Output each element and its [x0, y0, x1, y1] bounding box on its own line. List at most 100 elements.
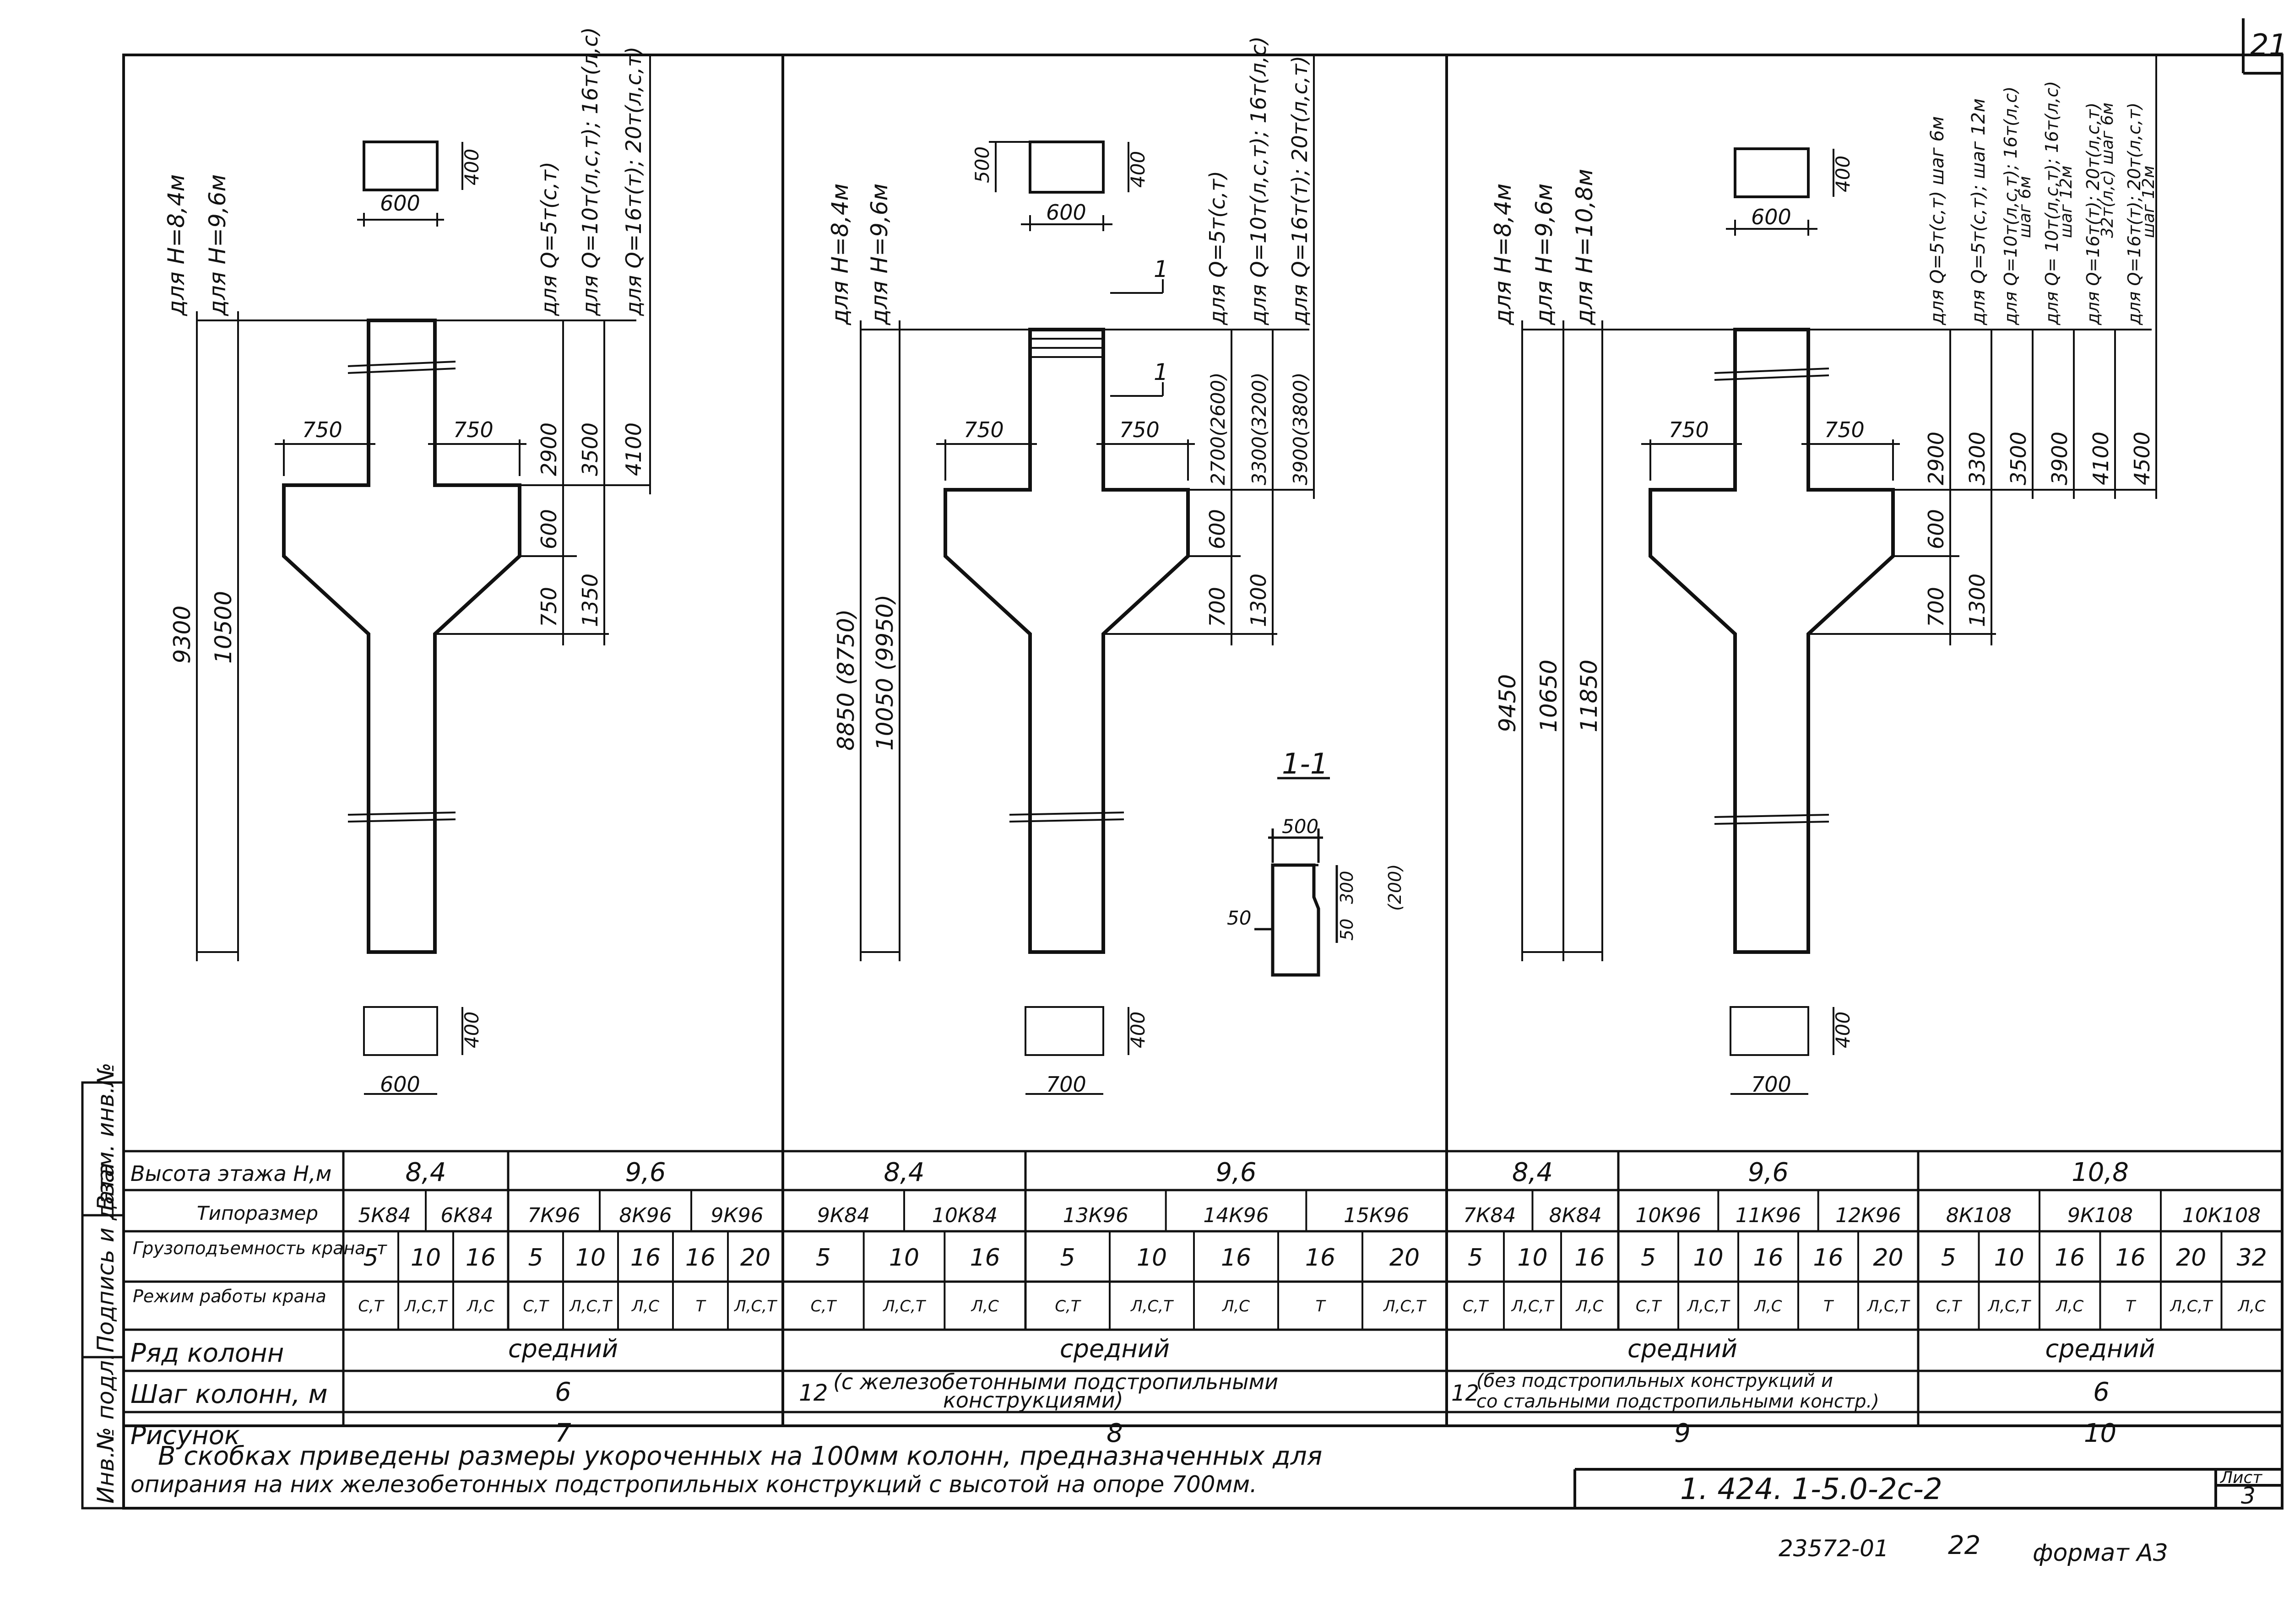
load-label: для Q=5т(с,т); шаг 12м	[1968, 98, 1989, 325]
section-width: 500	[1282, 815, 1318, 838]
capacity-value: 16	[1813, 1244, 1843, 1272]
height-value: 8,4	[405, 1158, 446, 1187]
mode-value: Л,С,Т	[1687, 1297, 1730, 1315]
type-value: 12К96	[1835, 1204, 1901, 1227]
dim-ledge-left: 750	[964, 417, 1004, 442]
figure-8: для Н=8,4м для Н=9,6м для Q=5т(с,т) для …	[827, 36, 1315, 1097]
dim-ledge-left: 750	[1669, 417, 1709, 442]
stamp-signature-date: Подпись и дата	[92, 1163, 119, 1353]
capacity-value: 10	[411, 1244, 441, 1272]
load-label: для Q=5т(с,т) шаг 6м	[1927, 116, 1948, 325]
height-value: 9,6	[1215, 1158, 1256, 1187]
capacity-value: 16	[1753, 1244, 1783, 1272]
type-value: 10К96	[1636, 1204, 1701, 1227]
document-code: 1. 424. 1-5.0-2с-2	[1680, 1472, 1942, 1506]
load-label: для Q=5т(с,т)	[1205, 171, 1230, 325]
mode-value: Л,С	[1575, 1297, 1603, 1315]
mode-value: Л,С	[1221, 1297, 1250, 1315]
type-value: 9К84	[817, 1204, 870, 1227]
capacity-value: 16	[630, 1244, 661, 1272]
title-block	[1573, 1468, 2282, 1508]
dim-upper: 3300(3200)	[1248, 372, 1270, 485]
inventory-number: 23572-01	[1779, 1535, 1889, 1562]
capacity-value: 10	[1517, 1244, 1547, 1272]
note-line-1: В скобках приведены размеры укороченных …	[158, 1441, 1322, 1471]
step-note: со стальными подстропильными констр.)	[1476, 1391, 1879, 1412]
type-value: 14К96	[1203, 1204, 1269, 1227]
dim-top-side: 500	[971, 146, 993, 183]
dim-bottom-height: 400	[1832, 1012, 1854, 1048]
step-note: конструкциями)	[943, 1388, 1123, 1413]
capacity-value: 5	[528, 1244, 543, 1272]
load-label: для Q=5т(с,т)	[537, 162, 561, 316]
capacity-value: 20	[740, 1244, 770, 1272]
dim-upper: 4100	[2088, 432, 2113, 485]
type-value: 10К84	[932, 1204, 998, 1227]
row-series-value: средний	[508, 1334, 618, 1363]
capacity-value: 32	[2237, 1244, 2267, 1272]
dim-console: 700	[1205, 587, 1230, 627]
step-value: 12	[799, 1380, 828, 1406]
capacity-value: 16	[970, 1244, 1000, 1272]
mode-value: С,Т	[1055, 1297, 1081, 1315]
step-note: (без подстропильных конструкций и	[1476, 1370, 1833, 1391]
row-label-capacity: Грузоподъемность крана, т	[133, 1238, 388, 1258]
mode-value: Л,С,Т	[1130, 1297, 1174, 1315]
side-stamp	[81, 1081, 125, 1510]
capacity-value: 5	[816, 1244, 831, 1272]
dim-console: 600	[1205, 509, 1230, 549]
top-section	[1029, 141, 1105, 194]
height-label: для Н=8,4м	[827, 184, 853, 325]
mode-value: Т	[1823, 1297, 1834, 1315]
capacity-value: 16	[1221, 1244, 1251, 1272]
mode-value: Л,С	[1753, 1297, 1782, 1315]
dim-upper: 4100	[621, 422, 646, 476]
load-label: шаг 12м	[2139, 166, 2158, 238]
height-value: 9,6	[1748, 1158, 1789, 1187]
mode-value: Л,С,Т	[569, 1297, 613, 1315]
load-label: для Q=10т(л,с,т); 16т(л,с)	[2001, 87, 2021, 325]
sheet-label: Лист	[2219, 1468, 2262, 1487]
capacity-value: 5	[1060, 1244, 1075, 1272]
section-depth-short: (200)	[1385, 864, 1405, 911]
sheet-number: 21	[2250, 28, 2287, 62]
height-value: 8,4	[884, 1158, 924, 1187]
mode-value: Т	[2126, 1297, 2136, 1315]
capacity-value: 20	[1873, 1244, 1903, 1272]
figure-7: для Н=8,4м для Н=9,6м для Q=5т(с,т) для …	[163, 27, 651, 1097]
mode-value: Т	[1316, 1297, 1326, 1315]
height-value: 9,6	[625, 1158, 666, 1187]
dim-ledge-right: 750	[1824, 417, 1865, 442]
load-label: шаг 6м	[2016, 176, 2034, 238]
dim-bottom-height: 400	[461, 1012, 483, 1048]
capacity-value: 5	[363, 1244, 378, 1272]
dim-upper: 4500	[2130, 432, 2154, 485]
dim-upper: 2900	[537, 422, 561, 476]
dim-upper: 2700(2600)	[1207, 372, 1229, 485]
dim-console: 1300	[1965, 574, 1990, 627]
capacity-value: 16	[685, 1244, 716, 1272]
type-value: 9К108	[2067, 1204, 2133, 1227]
spec-table-grid	[124, 1150, 2282, 1427]
dim-console: 1300	[1246, 574, 1271, 627]
row-series-value: средний	[1060, 1334, 1170, 1363]
column-outline	[282, 319, 521, 954]
note-line-2: опирания на них железобетонных подстропи…	[130, 1471, 1257, 1498]
capacity-value: 5	[1468, 1244, 1483, 1272]
capacity-value: 16	[2115, 1244, 2146, 1272]
height-label: для Н=9,6м	[866, 184, 893, 325]
dim-top-height: 400	[1127, 151, 1149, 188]
type-value: 8К84	[1549, 1204, 1602, 1227]
type-value: 8К108	[1946, 1204, 2012, 1227]
dim-upper: 3500	[578, 422, 602, 476]
row-series-value: средний	[2045, 1334, 2155, 1363]
paper-format: формат А3	[2033, 1539, 2168, 1567]
mode-value: Л,С,Т	[2169, 1297, 2213, 1315]
capacity-value: 10	[1693, 1244, 1723, 1272]
dim-top-width: 600	[1046, 200, 1086, 225]
top-section	[1734, 147, 1810, 198]
dim-console: 1350	[578, 574, 602, 627]
dim-total: 9450	[1494, 674, 1521, 732]
height-value: 8,4	[1512, 1158, 1553, 1187]
